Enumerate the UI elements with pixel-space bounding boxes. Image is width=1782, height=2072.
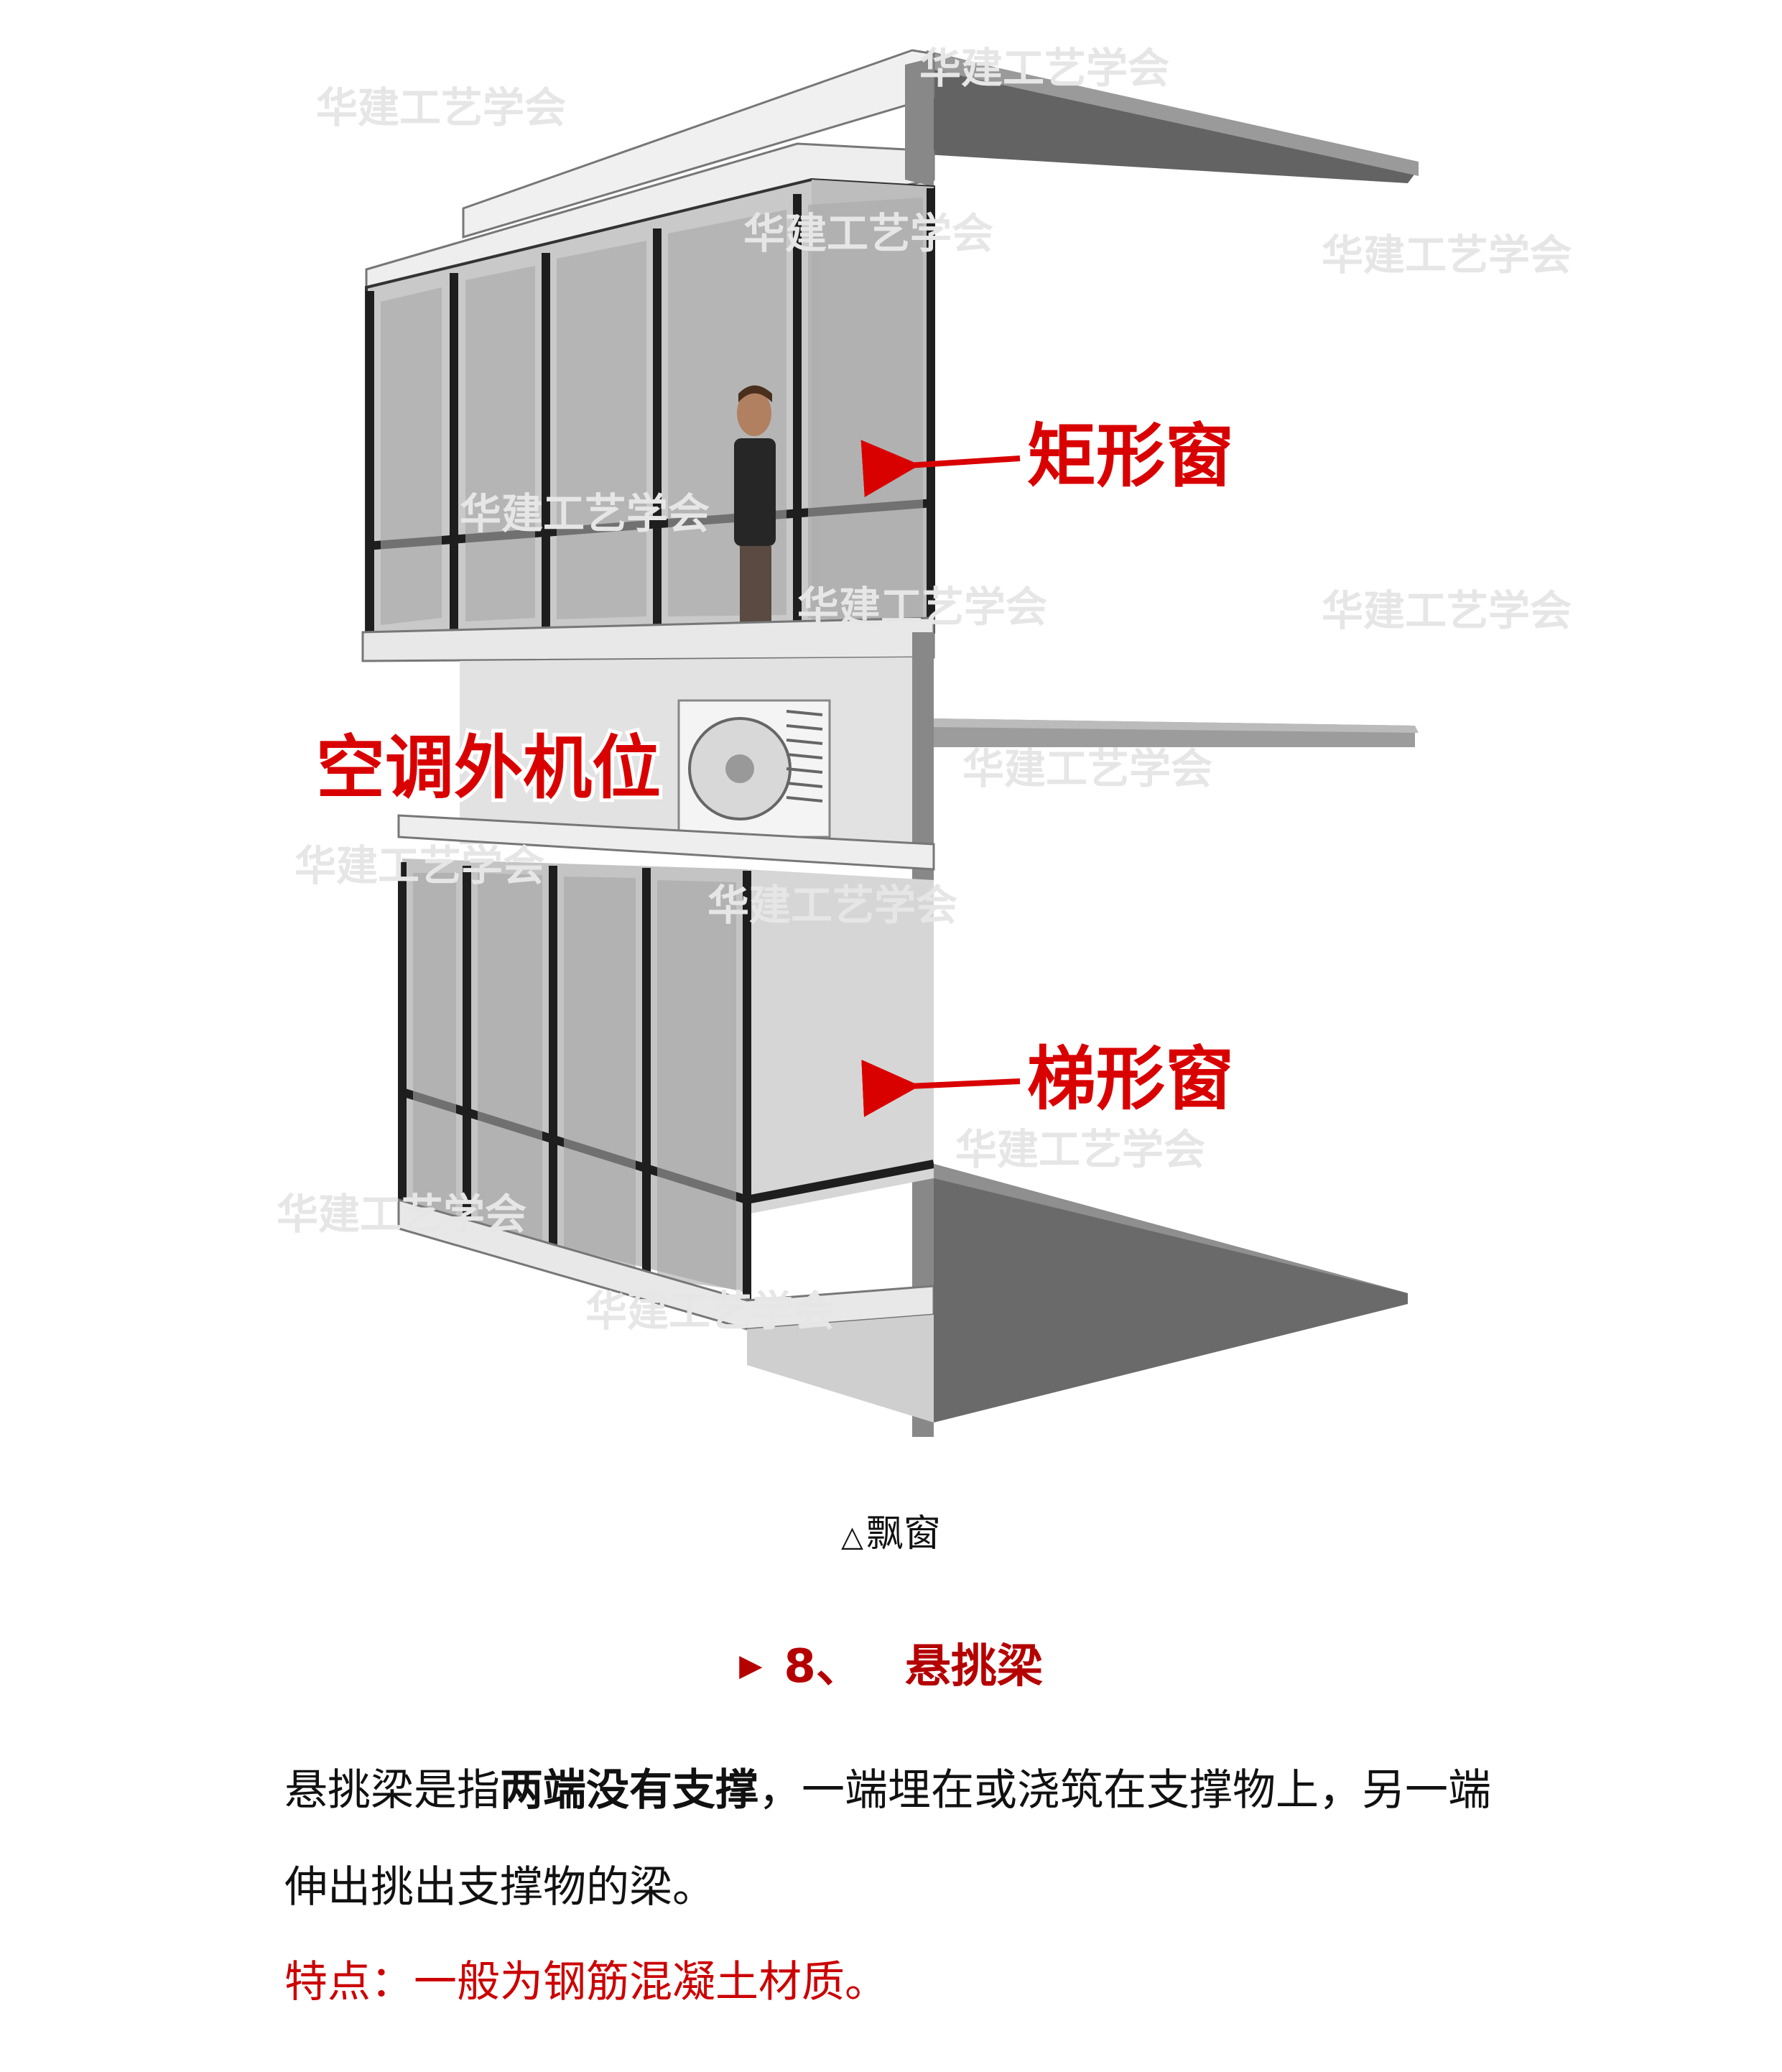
watermark-text: 华建工艺学会	[460, 489, 710, 538]
watermark-text: 华建工艺学会	[955, 1125, 1205, 1174]
definition-paragraph: 悬挑梁是指两端没有支撑，一端埋在或浇筑在支撑物上，另一端伸出挑出支撑物的梁。	[284, 1742, 1505, 1936]
section-number: 8、	[784, 1640, 862, 1693]
watermark-text: 华建工艺学会	[707, 881, 957, 930]
paragraph-text-1: 悬挑梁是指	[284, 1765, 500, 1816]
callout-ac-position: 空调外机位	[312, 724, 664, 812]
label-trapezoid-window: 梯形窗	[1027, 1039, 1234, 1119]
watermark-text: 华建工艺学会	[962, 744, 1212, 793]
bay-window-illustration: 华建工艺学会 华建工艺学会 华建工艺学会 华建工艺学会 华建工艺学会 华建工艺学…	[277, 44, 1572, 1437]
caption-triangle-icon: △	[841, 1520, 863, 1553]
label-rect-window: 矩形窗	[1027, 416, 1234, 496]
person-figure	[734, 385, 776, 625]
lower-bay-window	[397, 814, 935, 1331]
ac-outdoor-unit	[677, 699, 831, 838]
section-title: 悬挑梁	[904, 1640, 1043, 1693]
upper-bay-window	[361, 177, 935, 662]
callout-trapezoid-window: 梯形窗	[861, 1035, 1238, 1123]
watermark-text: 华建工艺学会	[1322, 586, 1572, 635]
watermark-text: 华建工艺学会	[797, 583, 1047, 632]
callout-rect-window: 矩形窗	[860, 412, 1238, 500]
paragraph-bold-text: 两端没有支撑	[500, 1765, 758, 1816]
lower-floor-slab	[747, 1164, 1408, 1423]
figure-caption: △飘窗	[0, 1503, 1782, 1557]
watermark-text: 华建工艺学会	[316, 83, 566, 132]
watermark-text: 华建工艺学会	[1322, 231, 1572, 279]
caption-text: 飘窗	[866, 1512, 941, 1555]
label-ac-position: 空调外机位	[316, 728, 661, 808]
watermark-text: 华建工艺学会	[743, 209, 993, 258]
feature-line: 特点：一般为钢筋混凝土材质。	[284, 1957, 888, 2007]
section-play-icon: ▶	[739, 1647, 763, 1683]
watermark-text: 华建工艺学会	[294, 841, 544, 890]
watermark-text: 华建工艺学会	[919, 44, 1169, 93]
watermark-text: 华建工艺学会	[585, 1287, 835, 1336]
watermarks: 华建工艺学会 华建工艺学会 华建工艺学会 华建工艺学会 华建工艺学会 华建工艺学…	[277, 44, 1572, 1336]
paragraph-text-2: ，一端埋在或浇筑在支撑物上，另一端伸出挑出支撑物的梁。	[284, 1765, 1491, 1913]
section-heading: ▶ 8、悬挑梁	[0, 1629, 1782, 1696]
watermark-text: 华建工艺学会	[277, 1190, 526, 1239]
